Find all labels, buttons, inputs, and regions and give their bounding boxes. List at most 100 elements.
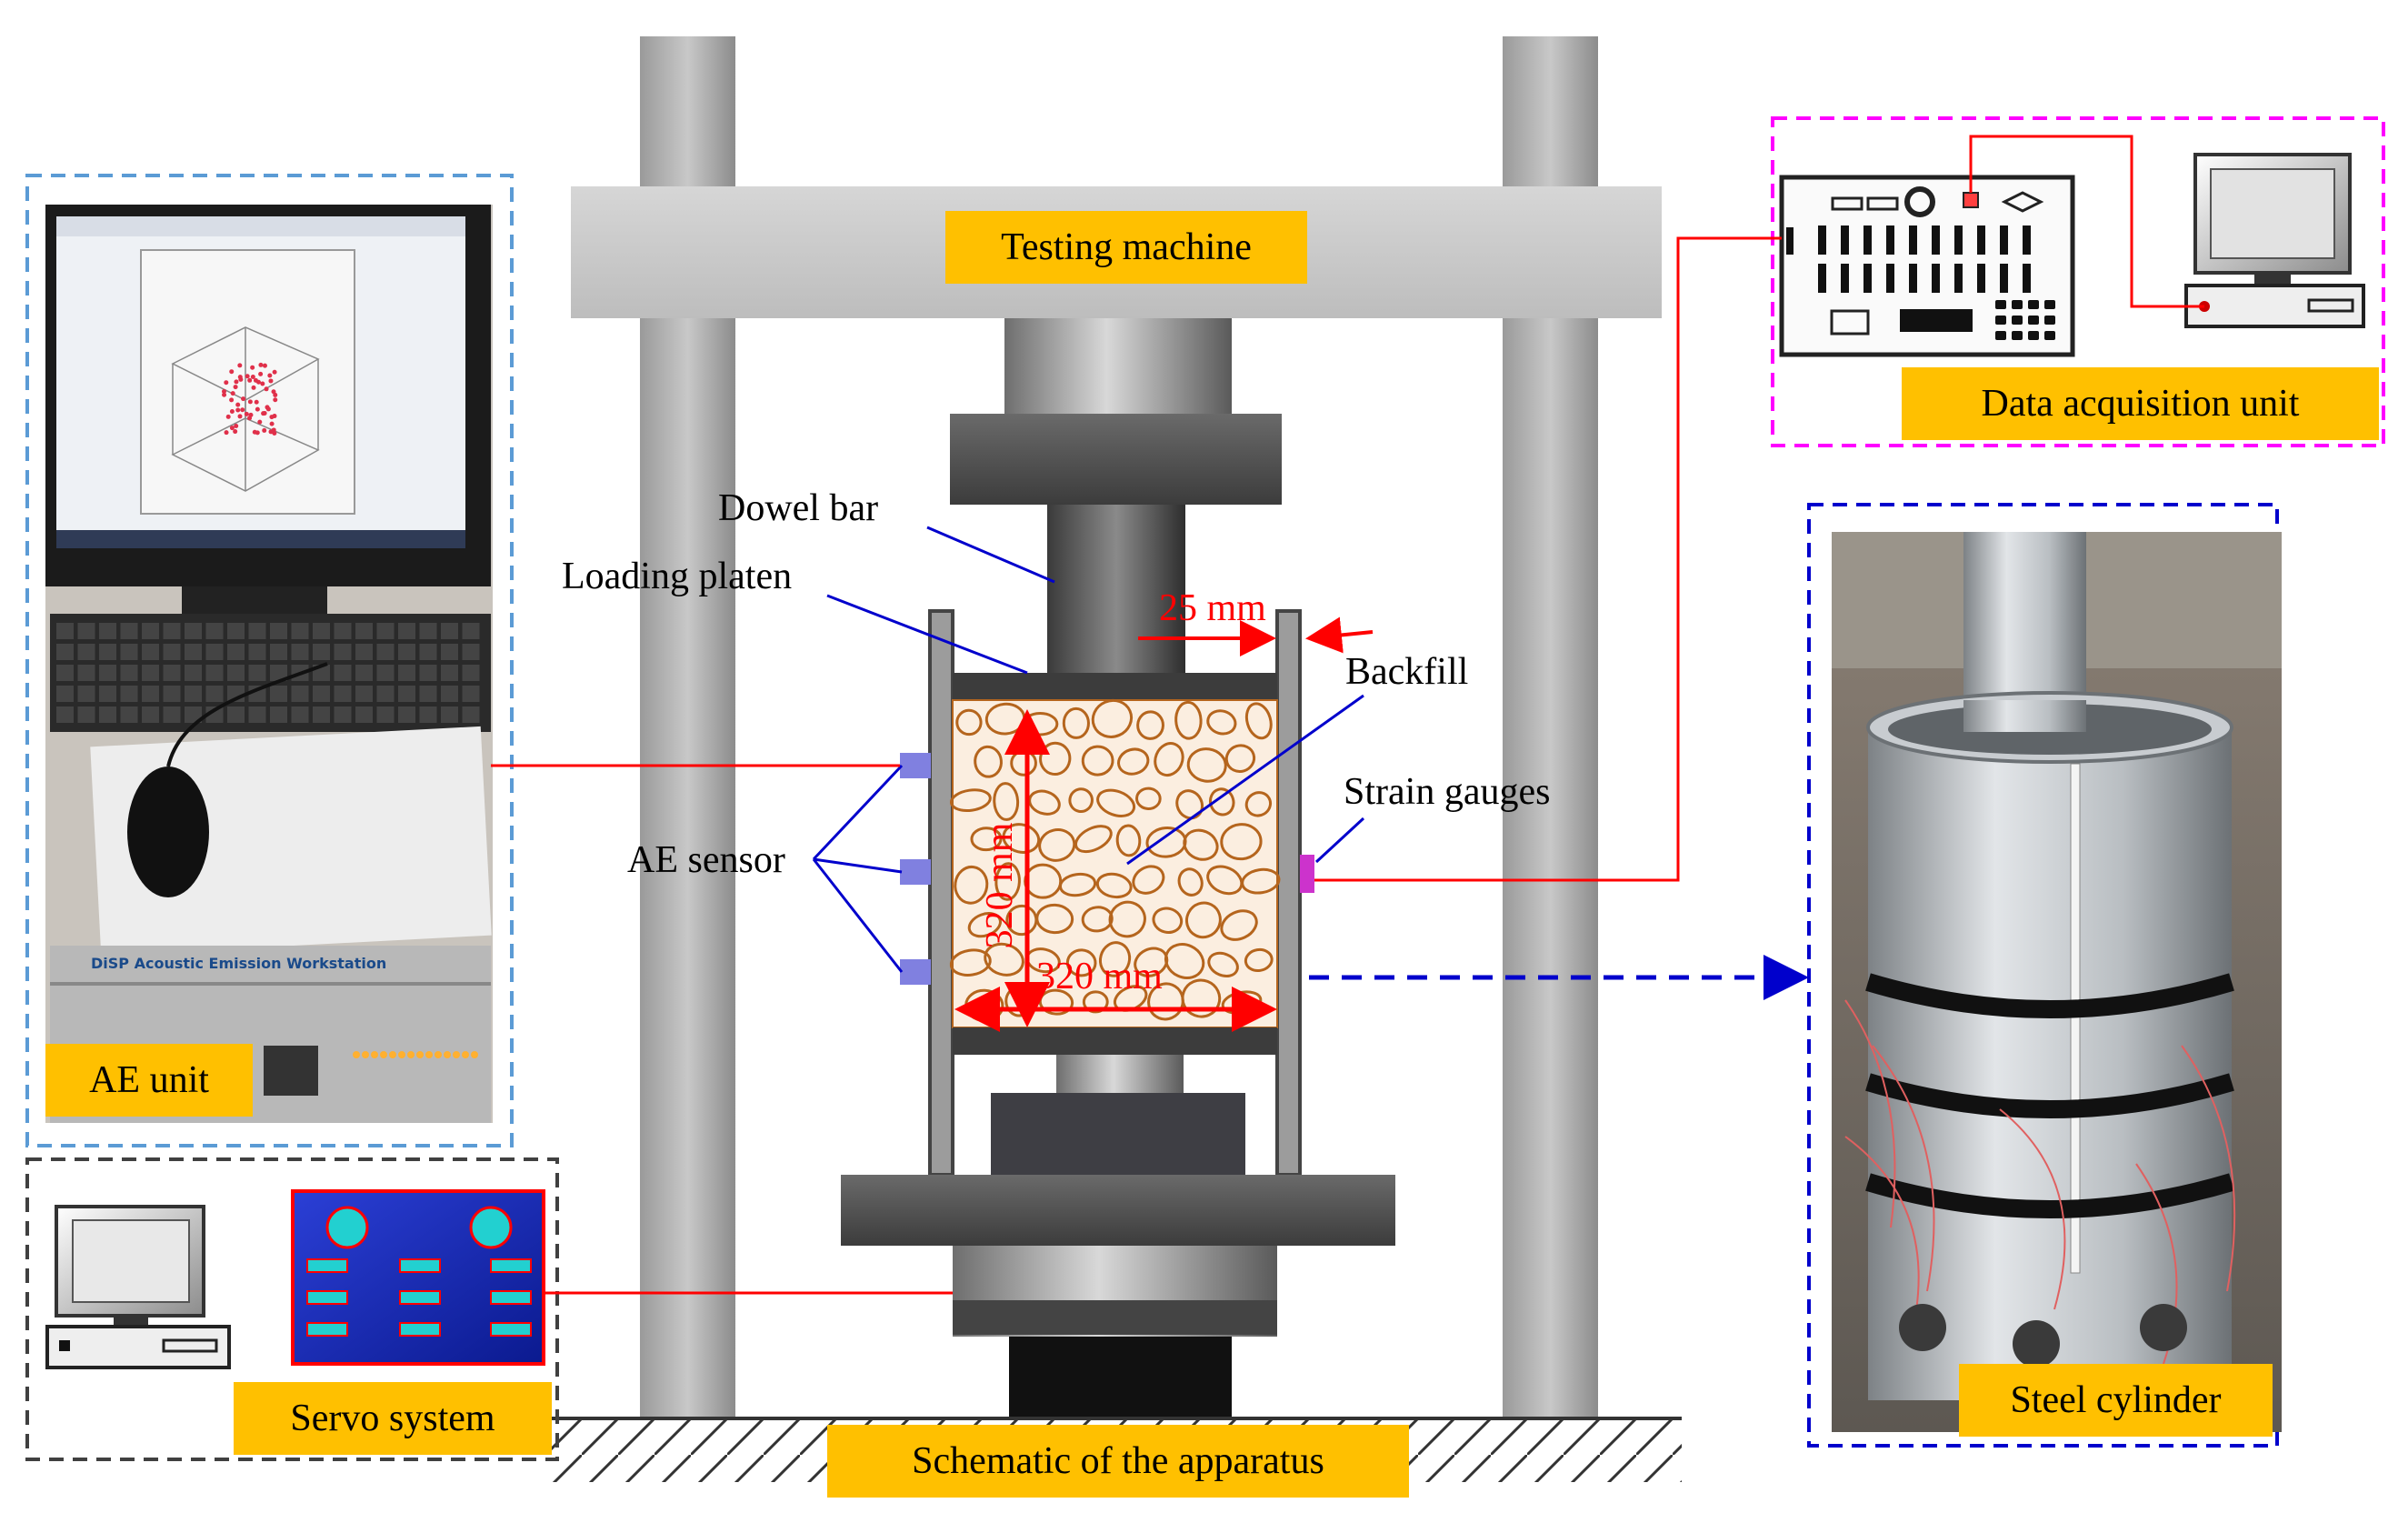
ae-event-point (273, 392, 278, 397)
ae-event-point (247, 399, 253, 405)
keyboard-key (185, 686, 202, 702)
servo-slot (306, 1290, 348, 1305)
aggregate-particle (1115, 824, 1142, 857)
height-dimension-annotation: 320 mm (979, 822, 1021, 949)
daq-channel-bar (2000, 225, 2008, 255)
ae-event-point (244, 411, 249, 416)
keyboard-key (270, 623, 287, 639)
keyboard-key (355, 623, 373, 639)
dowel-bar-annotation: Dowel bar (718, 487, 879, 529)
ae-event-point (260, 381, 265, 386)
ae-event-points (221, 362, 278, 436)
daq-channel-bar (1886, 225, 1894, 255)
keyboard-key (99, 686, 116, 702)
ae-unit-panel: DiSP Acoustic Emission Workstation (25, 174, 514, 1147)
width-dimension-annotation: 320 mm (1036, 956, 1163, 997)
ae-event-point (255, 406, 260, 412)
keyboard-key (56, 686, 74, 702)
ae-event-point (265, 405, 270, 410)
aggregate-particle (1136, 710, 1164, 740)
lower-block (991, 1093, 1245, 1175)
keyboard-key (142, 623, 159, 639)
keyboard-key (205, 686, 224, 702)
ae-event-point (262, 410, 267, 416)
daq-key (2012, 331, 2023, 340)
keyboard-key (163, 623, 181, 639)
aggregate-particle (1220, 909, 1258, 941)
cylinder-wall-left (928, 609, 954, 1177)
aggregate-particle (1095, 872, 1133, 899)
keyboard-key (227, 644, 245, 660)
servo-slot (490, 1290, 532, 1305)
upper-flange (950, 414, 1282, 505)
keyboard-key (270, 686, 287, 702)
keyboard-key (441, 644, 458, 660)
status-led (444, 1051, 451, 1058)
aggregate-particle (1135, 787, 1162, 810)
ae-mouse (127, 766, 209, 897)
ae-event-point (240, 407, 245, 413)
aggregate-particle (967, 912, 1002, 938)
ae-event-point (258, 362, 264, 367)
aggregate-particle (955, 708, 983, 736)
status-led (353, 1051, 360, 1058)
daq-channel-bar (2000, 264, 2008, 293)
keyboard-key (205, 623, 224, 639)
ae-event-point (233, 429, 238, 435)
ae-event-point (245, 374, 250, 379)
keyboard-key (185, 706, 202, 723)
keyboard-key (77, 665, 95, 681)
ae-event-point (241, 396, 246, 402)
status-led (371, 1051, 378, 1058)
ae-event-point (229, 426, 235, 431)
keyboard-key (120, 706, 138, 723)
ae-sensor-2 (900, 859, 931, 885)
ae-sensor-pointer-1 (812, 764, 904, 861)
keyboard-key (99, 623, 116, 639)
ae-event-point (234, 423, 239, 428)
keyboard-key (248, 644, 266, 660)
ae-event-point (250, 365, 255, 370)
aggregate-particle (1117, 747, 1150, 776)
backfill-pointer (1126, 694, 1364, 866)
ae-sensor-annotation: AE sensor (627, 839, 785, 881)
keyboard-key (441, 665, 458, 681)
daq-channel-bar (1977, 264, 1985, 293)
ae-sensor-pointer-3 (812, 858, 904, 973)
strain-gauge-pointer (1314, 817, 1365, 864)
servo-controller-slots (306, 1258, 532, 1337)
keyboard-key (334, 623, 352, 639)
daq-link-line (1969, 135, 2204, 308)
keyboard-key (77, 686, 95, 702)
ae-event-point (272, 431, 277, 436)
ae-event-point (235, 407, 241, 413)
keyboard-key (334, 686, 352, 702)
servo-slot (399, 1290, 441, 1305)
workstation-brand-text: DiSP Acoustic Emission Workstation (91, 955, 386, 972)
keyboard-key (441, 706, 458, 723)
keyboard-key (227, 665, 245, 681)
keyboard-key (355, 665, 373, 681)
daq-channel-bar (1818, 225, 1826, 255)
aggregate-particle (949, 788, 992, 812)
keyboard-key (376, 686, 395, 702)
keyboard-key (355, 686, 373, 702)
ae-event-point (251, 385, 256, 390)
ae-event-point (235, 402, 241, 407)
aggregate-particle (1152, 907, 1184, 934)
keyboard-key (142, 665, 159, 681)
schematic-label: Schematic of the apparatus (827, 1425, 1409, 1498)
testing-machine-label: Testing machine (945, 211, 1307, 284)
lower-piston (1056, 1055, 1184, 1093)
daq-border (1771, 116, 2385, 447)
ae-event-point (272, 369, 277, 375)
ae-event-point (253, 377, 258, 383)
daq-channel-bar (1863, 264, 1872, 293)
daq-key (2044, 316, 2055, 325)
keyboard-key (462, 665, 480, 681)
ae-event-point (255, 430, 260, 436)
ae-event-point (258, 371, 264, 376)
keyboard-key (163, 665, 181, 681)
keyboard-key (398, 686, 415, 702)
